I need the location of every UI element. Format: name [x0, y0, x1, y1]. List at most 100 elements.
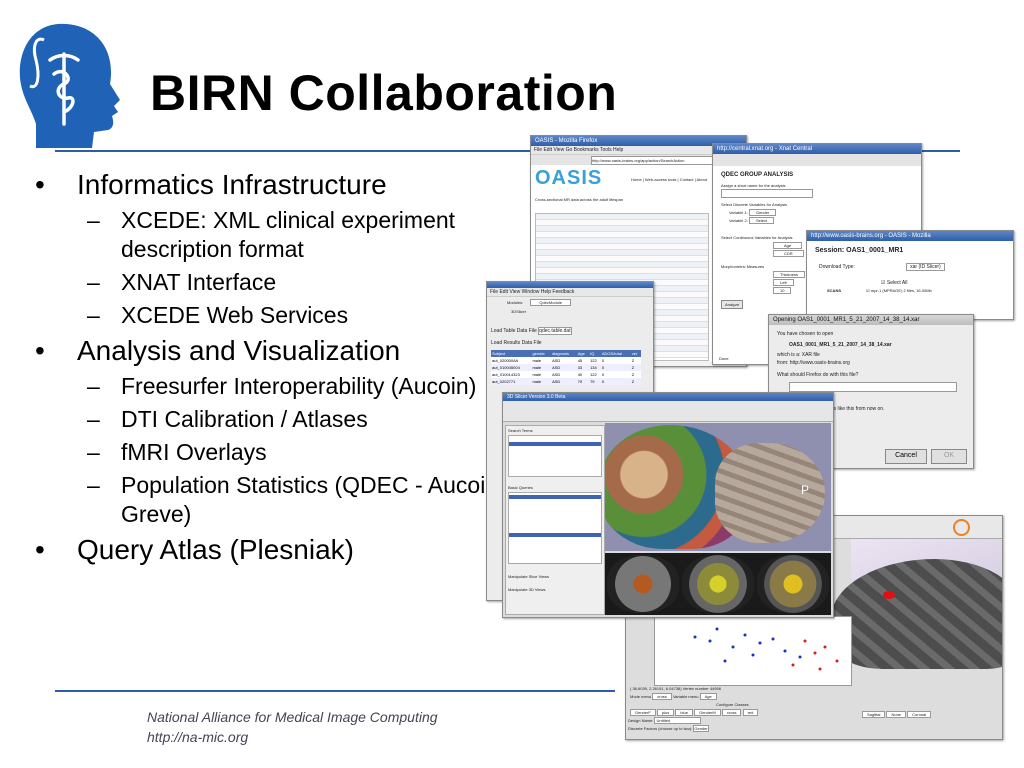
slice-view-3[interactable]: [757, 555, 829, 613]
var2-select[interactable]: Select: [748, 217, 775, 224]
var1-label: Variable 1:: [729, 210, 748, 215]
class-color[interactable]: red: [742, 709, 759, 716]
analyze-button[interactable]: Analyze: [721, 300, 744, 309]
slice-views: [605, 553, 831, 615]
design-name-label: Design Name:: [628, 718, 654, 723]
dialog-auto: ly for files like this from now on.: [815, 406, 885, 412]
scans-label: SCANS: [827, 288, 842, 293]
module-select[interactable]: QdecModule: [530, 299, 572, 306]
oasis-nav[interactable]: Home | Web-access tools | Contact | Abou…: [631, 177, 707, 182]
panel-basic-queries[interactable]: Basic Queries: [508, 485, 533, 490]
hemi-select[interactable]: Left: [773, 279, 794, 286]
activation-spot: [883, 591, 895, 599]
app-menu[interactable]: File Edit View Window Help Feedback: [487, 288, 653, 297]
menu-bar[interactable]: File Edit View Go Bookmarks Tools Help: [531, 146, 746, 155]
variable-select[interactable]: Age: [699, 693, 717, 700]
qdec-name-input[interactable]: [721, 189, 813, 198]
window-title: http://central.xnat.org - Xnat Central: [713, 144, 921, 154]
dialog-question: What should Firefox do with this file?: [777, 372, 859, 378]
measure-select[interactable]: Thickness: [773, 271, 806, 278]
session-window: http://www.oasis-brains.org - OASIS - Mo…: [806, 230, 1014, 320]
bullet-list: Informatics Infrastructure –XCEDE: XML c…: [35, 168, 505, 571]
footer-divider: [55, 690, 615, 692]
var3-select[interactable]: Age: [773, 242, 803, 249]
var4-select[interactable]: CDR: [773, 250, 804, 257]
scan-item: mpr-1 (MPRAGE) 2 files, 16.00Mb: [870, 288, 932, 293]
url-bar[interactable]: http://www.oasis-brains.org/app/action/S…: [591, 156, 713, 165]
view-select[interactable]: Sagittal: [862, 711, 886, 718]
toolbar-highlight-icon[interactable]: [953, 519, 970, 536]
qdec-morph-label: Morphometric Measures: [721, 264, 765, 269]
mode-label: Mode menu: [630, 694, 652, 699]
footer-org: National Alliance for Medical Image Comp…: [147, 709, 438, 725]
scan-checkbox[interactable]: ☑: [866, 288, 870, 293]
table-file[interactable]: qdec.table.dat: [538, 327, 572, 335]
download-label: Download Type:: [819, 264, 855, 270]
var1-select[interactable]: Gender: [748, 209, 777, 216]
oasis-logo: OASIS: [535, 167, 603, 189]
view-select[interactable]: Coronal: [907, 711, 932, 718]
caduceus-icon: [48, 52, 80, 126]
brain-3d-view[interactable]: P: [605, 423, 831, 551]
window-title: http://www.oasis-brains.org - OASIS - Mo…: [807, 231, 1013, 241]
class-color[interactable]: blue: [675, 709, 693, 716]
qdec-continuous-label: Select Continuous Variables for Analysis: [721, 235, 793, 240]
var2-label: Variable 2:: [729, 218, 748, 223]
sub-bullet: –DTI Calibration / Atlases: [87, 406, 368, 432]
scatter-points: [693, 627, 839, 671]
panel-3d-views[interactable]: Manipulate 3D Views: [508, 587, 546, 592]
slide-title: BIRN Collaboration: [150, 65, 618, 121]
dialog-from: from: http://www.oasis-brains.org: [777, 360, 850, 366]
qdec-name-label: Assign a short name for the analysis: [721, 183, 786, 188]
bullet-query-atlas: Query Atlas (Plesniak): [35, 533, 505, 567]
sub-bullet: –Population Statistics (QDEC - Aucoin, G…: [87, 472, 505, 527]
namic-logo: [19, 23, 121, 148]
qdec-discrete-label: Select Discrete Variables for Analysis: [721, 202, 787, 207]
download-select[interactable]: xar (ID Slicer): [906, 263, 945, 271]
session-heading: Session: OAS1_0001_MR1: [815, 247, 904, 254]
mode-select[interactable]: cross: [652, 693, 672, 700]
select-all-checkbox[interactable]: ☑: [881, 280, 886, 286]
sub-bullet: –fMRI Overlays: [87, 439, 267, 465]
dialog-file: OAS1_0001_MR1_5_21_2007_14_38_14.xar: [789, 342, 892, 348]
cortical-surface-view[interactable]: [831, 539, 1002, 669]
view-select[interactable]: None: [886, 711, 907, 718]
sub-bullet: –Freesurfer Interoperability (Aucoin): [87, 373, 477, 399]
dialog-type: which is a: XAR file: [777, 352, 820, 358]
orientation-label: P: [801, 483, 810, 497]
scatter-plot: [654, 616, 852, 686]
window-title: Opening OAS1_0001_MR1_5_21_2007_14_38_14…: [769, 315, 973, 325]
sub-bullet: –XCEDE: XML clinical experiment descript…: [87, 207, 456, 262]
class-marker[interactable]: cross: [721, 709, 742, 716]
bullet-informatics: Informatics Infrastructure: [35, 168, 505, 202]
panel-slice-views[interactable]: Manipulate Slice Views: [508, 574, 550, 579]
panel-search-terms[interactable]: Search Terms: [508, 428, 533, 433]
configure-classes-label: Configure Classes: [716, 702, 749, 707]
design-name-input[interactable]: Untitled: [654, 717, 702, 724]
class-marker[interactable]: plus: [656, 709, 675, 716]
ok-button[interactable]: OK: [931, 449, 967, 464]
class-name[interactable]: GenderM: [694, 709, 721, 716]
window-title: OASIS - Mozilla Firefox: [531, 136, 746, 146]
smooth-select[interactable]: 10: [773, 287, 792, 294]
discrete-factors-label: Discrete Factors (choose up to two):: [628, 726, 693, 731]
footer: National Alliance for Medical Image Comp…: [147, 707, 438, 747]
sub-bullet: –XNAT Interface: [87, 269, 277, 295]
footer-url: http://na-mic.org: [147, 729, 249, 745]
dialog-line1: You have chosen to open: [777, 331, 834, 337]
slice-view-2[interactable]: [682, 555, 754, 613]
select-all-label: Select All: [886, 280, 908, 286]
load-table-label: Load Table Data File: [491, 328, 537, 334]
cancel-button[interactable]: Cancel: [885, 449, 927, 464]
sub-bullet: –XCEDE Web Services: [87, 302, 349, 328]
class-name[interactable]: GenderF: [630, 709, 656, 716]
slice-view-1[interactable]: [607, 555, 679, 613]
discrete-factor-item[interactable]: Gender: [693, 725, 709, 732]
status-text: Done: [719, 356, 729, 361]
load-results-label: Load Results Data File: [491, 340, 542, 346]
open-with-select[interactable]: [789, 382, 957, 392]
